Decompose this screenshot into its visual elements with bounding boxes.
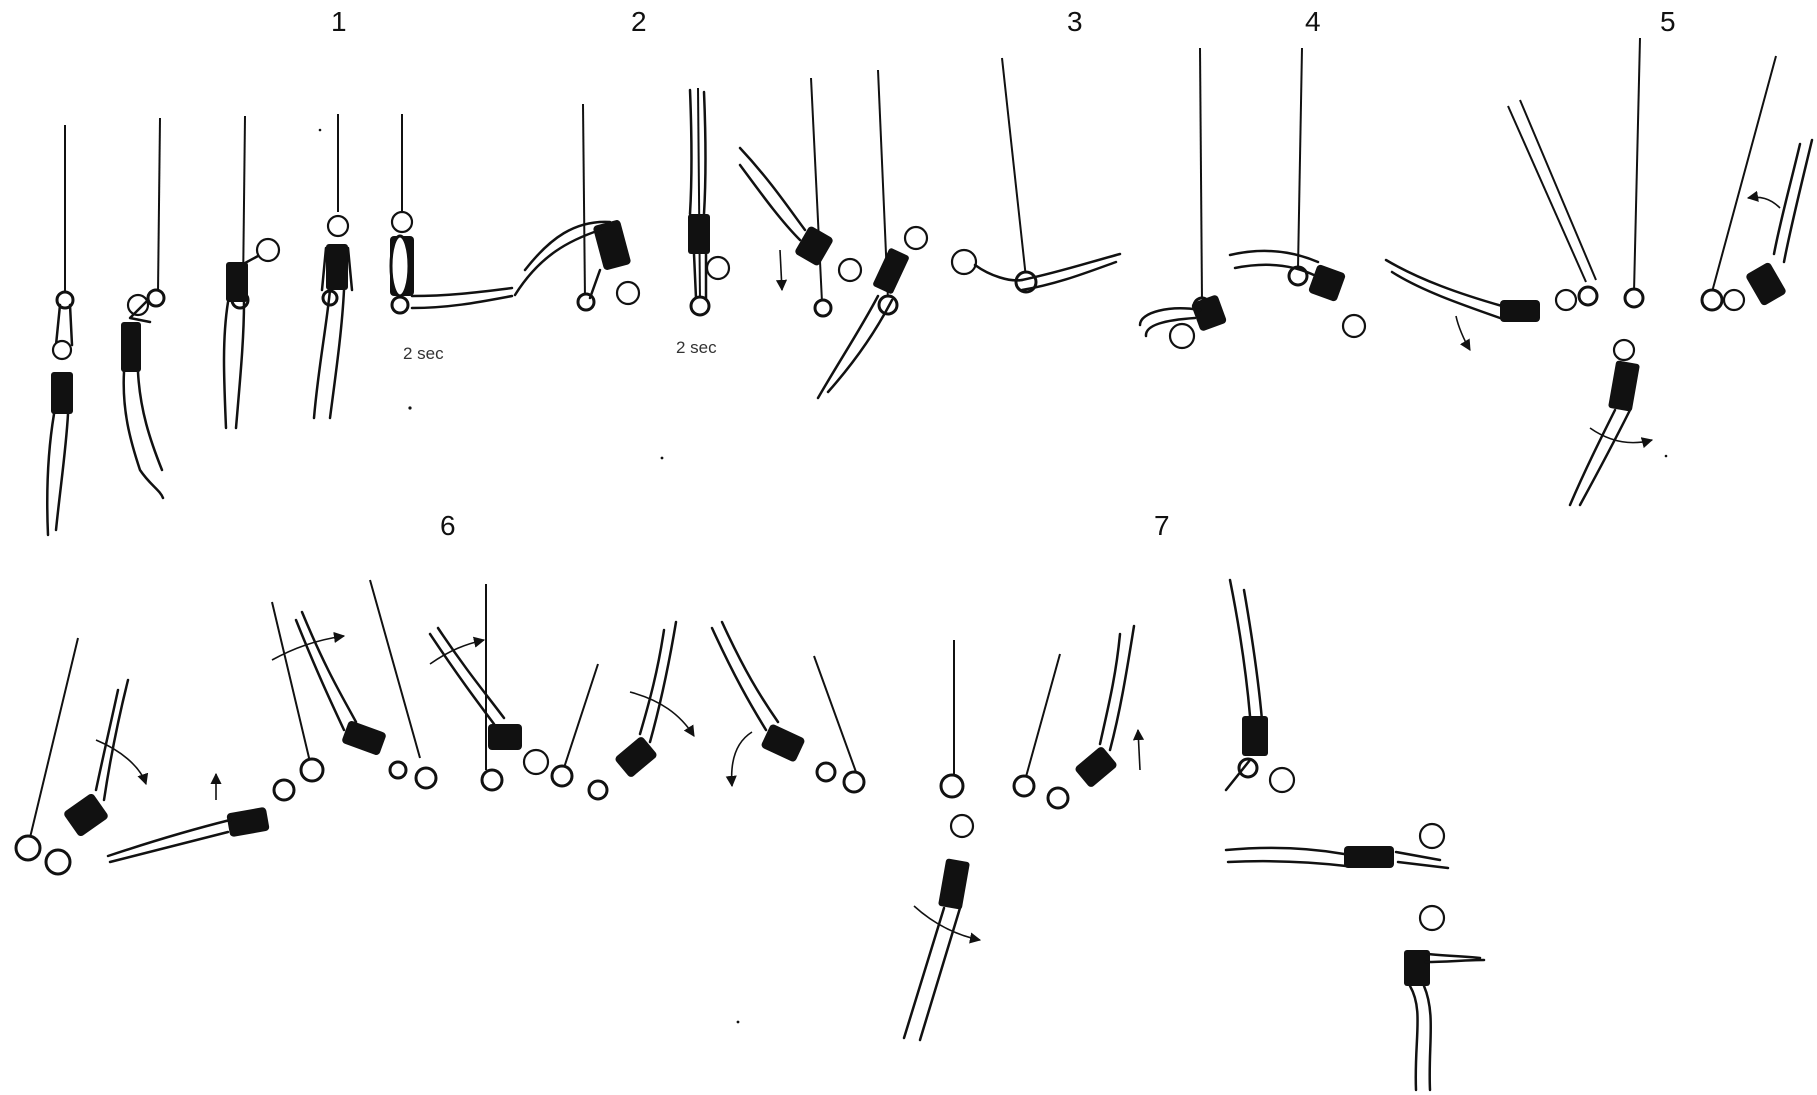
gymnast-figure [515, 104, 639, 310]
gymnast-figure [108, 602, 323, 862]
gymnast-figure [1404, 906, 1484, 1090]
gymnast-figure [16, 638, 146, 874]
gymnast-figure [712, 622, 864, 792]
gymnast-figure [1140, 48, 1227, 348]
gymnast-figure [818, 70, 927, 398]
gymnast-figure [1226, 580, 1294, 792]
gymnast-figure [430, 584, 548, 790]
gymnast-figure [1230, 48, 1365, 337]
gymnast-figure [1386, 100, 1597, 350]
gymnast-figure [1014, 626, 1140, 808]
gymnast-figure [47, 125, 73, 535]
gymnast-figure [952, 58, 1120, 292]
gymnast-figure [1702, 56, 1812, 310]
gymnast-figure [390, 114, 512, 313]
gymnast-figure [688, 88, 729, 315]
gymnast-figure [121, 118, 164, 498]
gymnast-figure [904, 640, 980, 1040]
gymnast-figure [314, 114, 352, 418]
gymnast-figure [272, 580, 436, 788]
gymnast-figure [740, 78, 861, 316]
gymnast-figure [1226, 824, 1448, 868]
gymnast-figure [552, 622, 694, 799]
gymnast-figure [224, 116, 279, 428]
